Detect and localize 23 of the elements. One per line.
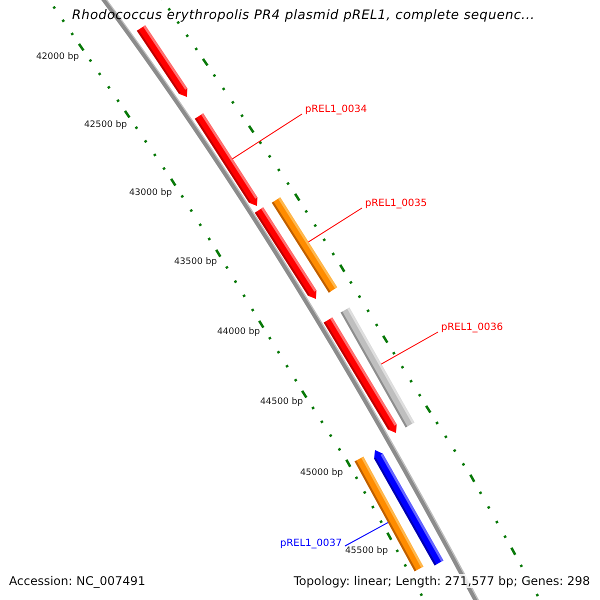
scale-label: 44500 bp	[260, 397, 303, 407]
gene-label: pREL1_0035	[365, 198, 427, 209]
info-text: Topology: linear; Length: 271,577 bp; Genes: 298	[294, 574, 590, 588]
leader-line	[344, 522, 388, 546]
leader-line	[232, 114, 302, 160]
gene-label: pREL1_0037	[280, 538, 342, 549]
scale-label: 45000 bp	[300, 468, 343, 478]
gene-label: pREL1_0034	[305, 104, 367, 115]
scale-label: 43000 bp	[129, 188, 172, 198]
scale-label: 44000 bp	[217, 327, 260, 337]
gene-label: pREL1_0036	[441, 322, 503, 333]
scale-label: 43500 bp	[174, 257, 217, 267]
gene-feature	[324, 317, 397, 433]
gene-feature	[254, 207, 316, 299]
scale-label: 45500 bp	[345, 546, 388, 556]
leader-line	[380, 332, 438, 365]
gene-feature	[136, 25, 188, 97]
scale-label: 42000 bp	[36, 52, 79, 62]
title: Rhodococcus erythropolis PR4 plasmid pREL1, complete sequenc...	[71, 7, 536, 25]
scale-label: 42500 bp	[84, 120, 127, 130]
info-text: Accession: NC_007491	[9, 574, 146, 588]
gene-feature	[194, 113, 258, 206]
leader-line	[308, 208, 362, 242]
